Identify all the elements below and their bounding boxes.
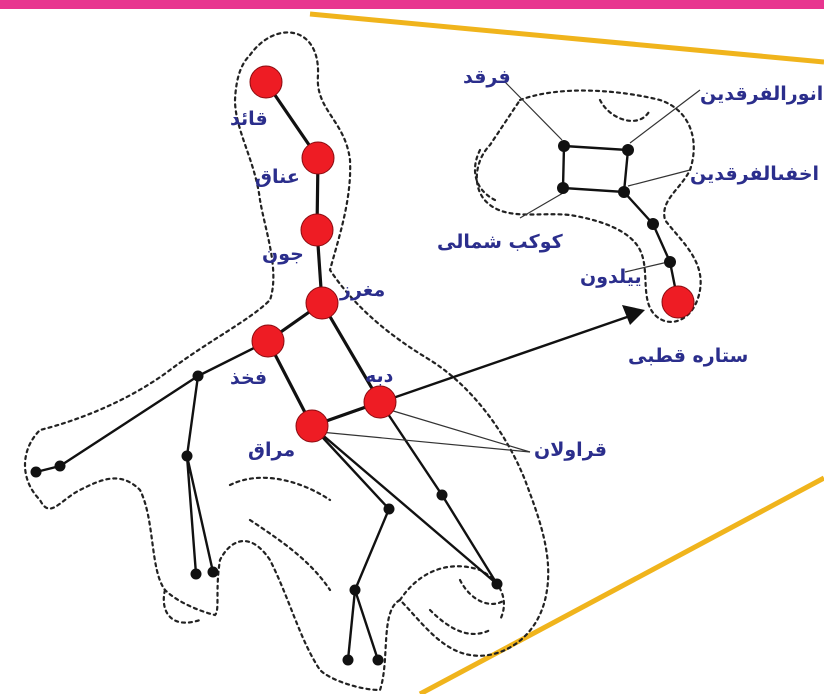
- star: [647, 218, 659, 230]
- label-anaq: عناق: [255, 166, 300, 188]
- frame-bottom-line: [420, 478, 824, 694]
- star-anwar-farqadain: [622, 144, 634, 156]
- star-yeldon: [664, 256, 676, 268]
- label-dobbeh: دبه: [365, 365, 394, 387]
- label-fakhz: فخذ: [230, 367, 267, 389]
- star: [384, 504, 395, 515]
- star: [31, 467, 42, 478]
- label-farqad: فرقد: [463, 66, 511, 88]
- star: [208, 567, 219, 578]
- star: [55, 461, 66, 472]
- label-maghraz: مغرز: [339, 279, 385, 301]
- star-anaq: [302, 142, 334, 174]
- ursa-major-outline: [25, 32, 548, 690]
- label-qaed: قائد: [230, 108, 268, 130]
- label-jon: جون: [262, 243, 304, 265]
- star-farqad: [558, 140, 570, 152]
- label-qarawalan: قراولان: [534, 439, 607, 461]
- star: [373, 655, 384, 666]
- star-maghraz: [306, 287, 338, 319]
- star: [343, 655, 354, 666]
- label-maraq: مراق: [248, 439, 295, 461]
- label-yeldon: ییلدون: [580, 266, 642, 288]
- label-setareh-qotbi: ستاره قطبی: [628, 345, 748, 367]
- label-kawkab-shamali: کوکب شمالی: [437, 231, 564, 253]
- star-maraq: [296, 410, 328, 442]
- star: [492, 579, 503, 590]
- frame-top-line: [310, 14, 824, 62]
- label-anwar-farqadain: انورالفرقدين: [700, 83, 823, 105]
- pointer-arrow: [312, 305, 645, 426]
- major-stars: [250, 66, 694, 442]
- star-fakhz: [252, 325, 284, 357]
- star: [437, 490, 448, 501]
- star-setareh-qotbi: [662, 286, 694, 318]
- star-kawkab-shamali: [557, 182, 569, 194]
- minor-stars: [31, 140, 677, 666]
- star-akhfa-farqadain: [618, 186, 630, 198]
- star: [191, 569, 202, 580]
- star: [350, 585, 361, 596]
- star: [193, 371, 204, 382]
- star: [182, 451, 193, 462]
- star-qaed: [250, 66, 282, 98]
- star-jon: [301, 214, 333, 246]
- star-dobbeh: [364, 386, 396, 418]
- label-akhfa-farqadain: اخفىالفرقدين: [690, 163, 819, 185]
